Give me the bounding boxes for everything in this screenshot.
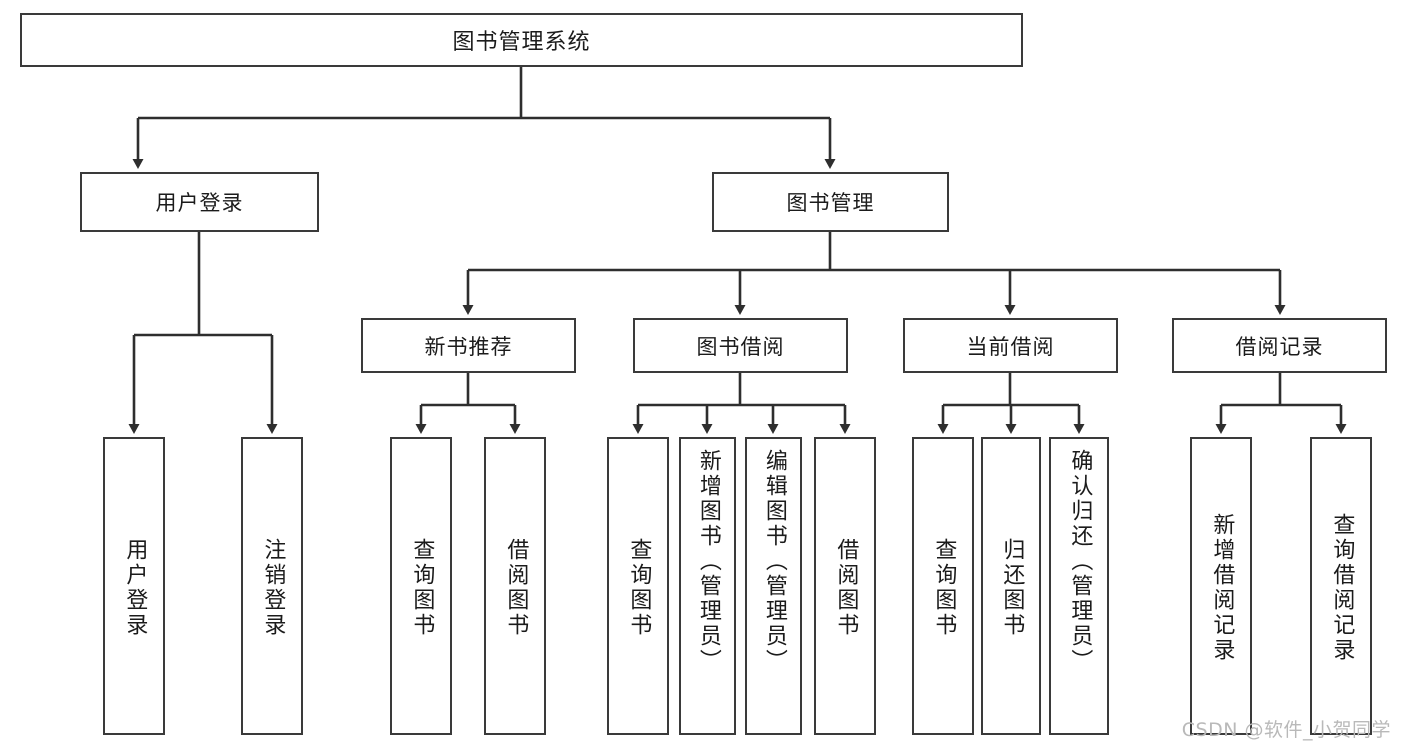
leaf-text-wrap: 归还图书 xyxy=(983,443,1039,733)
node-borrow-record[interactable]: 借阅记录 xyxy=(1172,318,1387,373)
csdn-watermark: CSDN @软件_小贺同学 xyxy=(1181,719,1391,741)
leaf-label: 确认归还（管理员） xyxy=(1067,449,1093,674)
node-current-borrow[interactable]: 当前借阅 xyxy=(903,318,1118,373)
leaf-label: 注销登录 xyxy=(260,538,286,638)
leaf-text-wrap: 新增借阅记录 xyxy=(1192,443,1250,733)
leaf-text-wrap: 查询图书 xyxy=(609,443,667,733)
leaf-recommend-query-book[interactable]: 查询图书 xyxy=(390,437,452,735)
leaf-label: 查询图书 xyxy=(626,538,652,638)
leaf-borrow-add-book-admin[interactable]: 新增图书（管理员） xyxy=(679,437,736,735)
node-root-system[interactable]: 图书管理系统 xyxy=(20,13,1023,67)
leaf-record-add-record[interactable]: 新增借阅记录 xyxy=(1190,437,1252,735)
leaf-text-wrap: 用户登录 xyxy=(105,443,163,733)
leaf-current-confirm-return-admin[interactable]: 确认归还（管理员） xyxy=(1049,437,1109,735)
leaf-label: 查询图书 xyxy=(931,538,957,638)
leaf-text-wrap: 借阅图书 xyxy=(486,443,544,733)
leaf-label: 借阅图书 xyxy=(833,538,859,638)
leaf-text-wrap: 新增图书（管理员） xyxy=(681,443,734,739)
leaf-borrow-borrow-book[interactable]: 借阅图书 xyxy=(814,437,876,735)
leaf-label: 新增图书（管理员） xyxy=(695,449,721,674)
leaf-label: 查询借阅记录 xyxy=(1329,513,1355,663)
leaf-text-wrap: 查询借阅记录 xyxy=(1312,443,1370,733)
leaf-text-wrap: 借阅图书 xyxy=(816,443,874,733)
leaf-borrow-query-book[interactable]: 查询图书 xyxy=(607,437,669,735)
leaf-label: 编辑图书（管理员） xyxy=(761,449,787,674)
node-user-login[interactable]: 用户登录 xyxy=(80,172,319,232)
leaf-text-wrap: 查询图书 xyxy=(914,443,972,733)
node-book-management[interactable]: 图书管理 xyxy=(712,172,949,232)
leaf-text-wrap: 确认归还（管理员） xyxy=(1051,443,1107,739)
node-new-book-recommend[interactable]: 新书推荐 xyxy=(361,318,576,373)
leaf-text-wrap: 编辑图书（管理员） xyxy=(747,443,800,739)
leaf-current-query-book[interactable]: 查询图书 xyxy=(912,437,974,735)
leaf-label: 借阅图书 xyxy=(503,538,529,638)
leaf-record-query-record[interactable]: 查询借阅记录 xyxy=(1310,437,1372,735)
leaf-label: 归还图书 xyxy=(999,538,1025,638)
leaf-borrow-edit-book-admin[interactable]: 编辑图书（管理员） xyxy=(745,437,802,735)
leaf-text-wrap: 查询图书 xyxy=(392,443,450,733)
leaf-label: 查询图书 xyxy=(409,538,435,638)
leaf-user-login-logout[interactable]: 注销登录 xyxy=(241,437,303,735)
leaf-recommend-borrow-book[interactable]: 借阅图书 xyxy=(484,437,546,735)
leaf-current-return-book[interactable]: 归还图书 xyxy=(981,437,1041,735)
leaf-user-login-login[interactable]: 用户登录 xyxy=(103,437,165,735)
node-book-borrow[interactable]: 图书借阅 xyxy=(633,318,848,373)
leaf-label: 用户登录 xyxy=(122,538,148,638)
leaf-label: 新增借阅记录 xyxy=(1209,513,1235,663)
leaf-text-wrap: 注销登录 xyxy=(243,443,301,733)
